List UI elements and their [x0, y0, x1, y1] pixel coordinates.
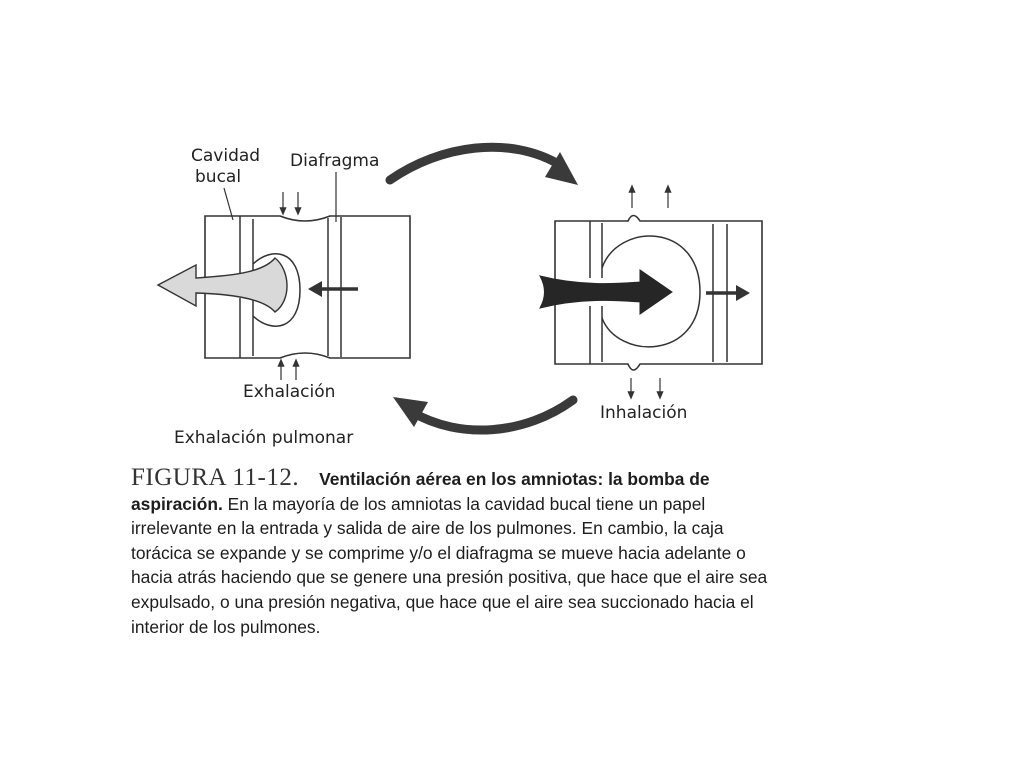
lung-left: [252, 253, 301, 327]
lung-right: [601, 235, 701, 348]
cavity-leader-line: [223, 187, 234, 221]
figure-title: Ventilación aérea en los amniotas: la bo…: [131, 469, 710, 514]
label-diaphragm: Diafragma: [290, 151, 379, 171]
cycle-arrow-top: [385, 142, 578, 185]
label-pulmonary-exhalation: Exhalación pulmonar: [174, 428, 353, 448]
label-cavity-line1: Cavidad: [191, 146, 260, 166]
buccal-partition-left: [239, 216, 254, 358]
figure-body-text: En la mayoría de los amniotas la cavidad…: [131, 493, 768, 637]
exhalation-body-outline: [204, 215, 411, 359]
exhaled-air-arrow: [156, 257, 288, 313]
figure-number: FIGURA 11-12.: [131, 464, 300, 491]
inhaled-air-arrow: [539, 269, 673, 315]
figure-caption: FIGURA 11-12.Ventilación aérea en los am…: [131, 464, 771, 639]
label-exhalation: Exhalación: [243, 382, 335, 402]
cycle-arrow-bottom: [393, 395, 578, 435]
diaphragm-left: [327, 217, 342, 357]
label-inhalation: Inhalación: [600, 403, 687, 423]
inhalation-body-outline: [554, 214, 763, 371]
inhalation-diagram: [539, 184, 763, 400]
exhalation-diagram: [156, 172, 411, 380]
buccal-partition-right: [589, 221, 603, 364]
label-cavity-line2: bucal: [195, 167, 241, 187]
